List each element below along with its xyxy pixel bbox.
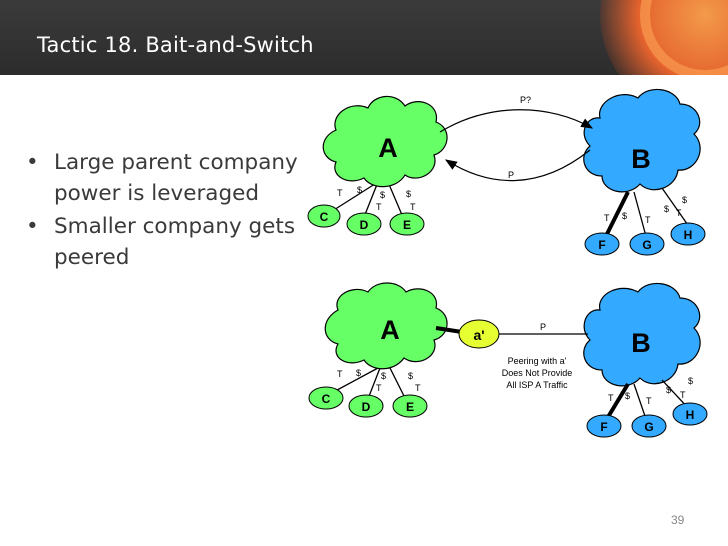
bullet-list: • Large parent company power is leveraged… (22, 147, 322, 275)
cloud-d-bottom (348, 394, 384, 418)
edge-label: T (410, 202, 416, 212)
cloud-c-label: C (320, 210, 329, 224)
cloud-g-bottom (631, 414, 667, 438)
top-scenario: A B P? P T $ $ T $ T C D E T $ T $ $ T (307, 88, 706, 256)
edge-label: T (676, 208, 682, 218)
cloud-e-label: E (403, 218, 411, 232)
edge-label: T (645, 215, 651, 225)
edge-label: $ (664, 204, 669, 214)
edge-label: $ (356, 368, 361, 378)
edge-label: T (376, 202, 382, 212)
cloud-c-bottom (308, 386, 344, 410)
cloud-a-prime-label: a' (473, 327, 484, 343)
edge-label: T (415, 383, 421, 393)
cloud-b-label: B (631, 328, 651, 358)
edge-label: $ (622, 211, 627, 221)
edge-label: $ (625, 391, 630, 401)
reply-label: P (508, 170, 514, 180)
cloud-c-top (307, 204, 341, 228)
edge-label: $ (406, 189, 411, 199)
cloud-h-bottom (672, 402, 708, 426)
cloud-f-bottom (586, 414, 622, 438)
reply-arrow (444, 149, 591, 182)
cloud-f-label: F (600, 420, 607, 434)
edge-label: T (680, 390, 686, 400)
cloud-e-top (389, 212, 425, 236)
cloud-g-label: G (642, 238, 651, 252)
cloud-b-bottom (583, 282, 701, 387)
edge-label: T (337, 369, 343, 379)
edge-label: T (646, 396, 652, 406)
bullet-text: Large parent company power is leveraged (54, 150, 298, 206)
edge-line-thick (602, 191, 630, 241)
edge-label: $ (688, 376, 693, 386)
cloud-d-top (346, 212, 382, 236)
cloud-a-prime (458, 319, 500, 349)
bullet-item: • Smaller company gets peered (22, 211, 322, 273)
edge-label: $ (357, 185, 362, 195)
request-arrow (439, 109, 594, 133)
edge-label: T (376, 383, 382, 393)
bullet-dot-icon: • (26, 150, 39, 175)
edge-line-thick (435, 326, 463, 334)
bottom-scenario: A B P a' Peering with a' Does Not Provid… (308, 282, 708, 438)
cloud-d-label: D (360, 218, 369, 232)
slide-title: Tactic 18. Bait-and-Switch (37, 33, 314, 57)
edge-label: $ (380, 190, 385, 200)
cloud-h-label: H (684, 228, 693, 242)
cloud-f-top (584, 232, 620, 256)
cloud-b-label: B (631, 144, 651, 174)
edge-label: T (608, 393, 614, 403)
cloud-a-label: A (380, 315, 400, 345)
cloud-b-top (583, 88, 701, 193)
peer-label: P (540, 322, 546, 332)
title-bar: Tactic 18. Bait-and-Switch (0, 0, 728, 75)
page-number: 39 (671, 513, 685, 527)
edge-label: $ (408, 371, 413, 381)
cloud-c-label: C (322, 392, 331, 406)
edge-label: $ (682, 195, 687, 205)
cloud-a-label: A (378, 133, 398, 163)
edge-label: $ (381, 371, 386, 381)
note-line: All ISP A Traffic (506, 380, 568, 390)
cloud-a-top (322, 95, 448, 188)
cloud-g-label: G (644, 420, 653, 434)
bullet-item: • Large parent company power is leveraged (22, 147, 322, 209)
decorative-orb-ring (640, 0, 728, 75)
note-line: Does Not Provide (502, 368, 573, 378)
cloud-h-top (670, 222, 706, 246)
bullet-dot-icon: • (26, 214, 39, 239)
cloud-f-label: F (598, 238, 605, 252)
cloud-e-bottom (392, 394, 428, 418)
cloud-h-label: H (686, 408, 695, 422)
edge-label: T (337, 188, 343, 198)
edge-line (661, 187, 691, 229)
request-label: P? (520, 95, 531, 105)
cloud-g-top (629, 232, 665, 256)
cloud-a-bottom (324, 282, 448, 370)
edge-line (633, 191, 648, 241)
edge-label: $ (666, 385, 671, 395)
cloud-e-label: E (406, 400, 414, 414)
note-line: Peering with a' (508, 356, 567, 366)
edge-label: T (604, 213, 610, 223)
bullet-text: Smaller company gets peered (54, 214, 296, 270)
cloud-d-label: D (362, 400, 371, 414)
